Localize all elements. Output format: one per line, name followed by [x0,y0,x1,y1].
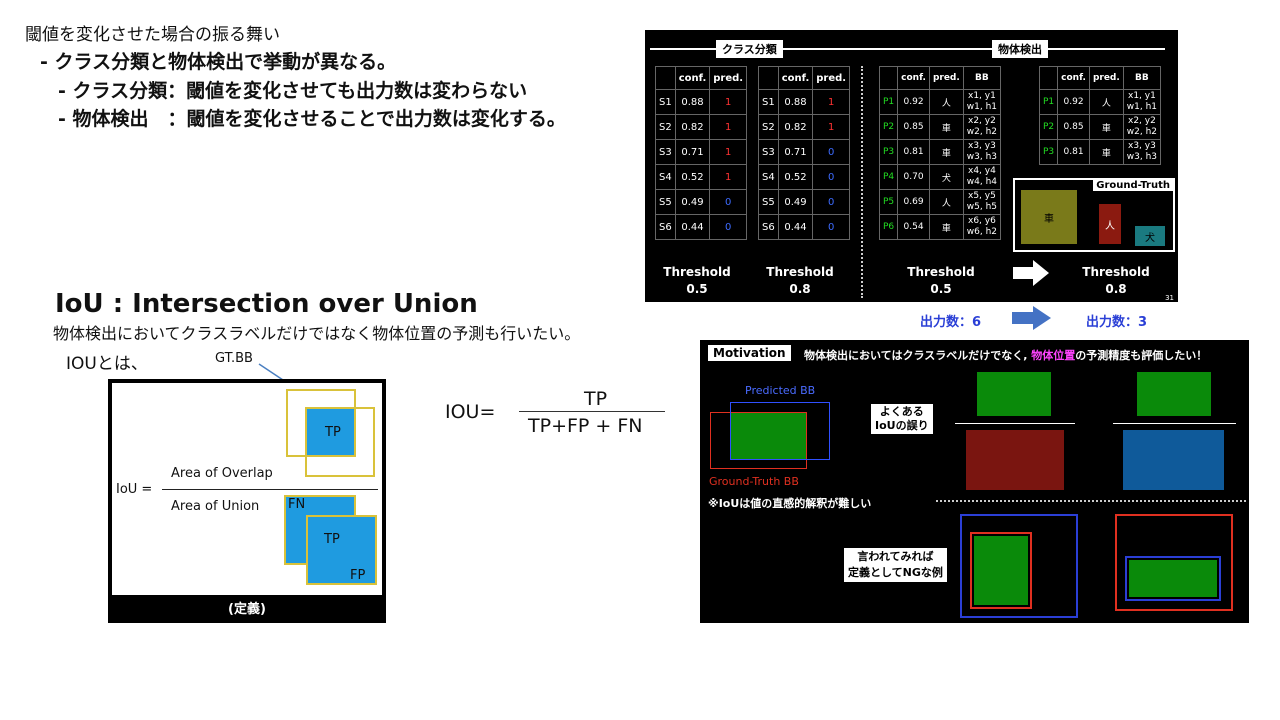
pred-bb-rect [730,402,830,460]
formula-denominator: TP+FP + FN [528,415,643,437]
ground-truth-label: Ground-Truth [1093,180,1173,191]
detect-header: 物体検出 [992,40,1048,58]
iou-subtitle: 物体検出においてクラスラベルだけではなく物体位置の予測も行いたい。 [53,324,581,343]
definition-caption: (定義) [228,602,266,617]
example1-bottom [966,430,1064,490]
fn-label: FN [288,497,306,512]
overlap-rect [731,413,806,459]
predicted-bb-label: Predicted BB [745,384,816,397]
panel-rule [650,48,1165,50]
gt-bb-label: Ground-Truth BB [709,475,799,488]
tp-label-top: TP [325,425,341,440]
formula-left: IOU= [445,401,496,423]
ng1-outer [960,514,1078,618]
page-number: 31 [1165,294,1174,302]
gt-person: 人 [1099,204,1121,244]
example2-top [1137,372,1211,416]
bullet-3: - 物体検出 ：閾値を変化させることで出力数は変化する。 [58,108,566,130]
ng-example-box: 言われてみれば定義としてNGな例 [844,548,947,582]
gtbb-label: GT.BB [215,351,253,366]
example1-line [955,423,1075,424]
pred-box-top [305,407,375,477]
ng1-fill [974,536,1028,605]
area-union-label: Area of Union [171,499,260,514]
ng2-inner [1125,556,1221,601]
pred-box-bottom [306,515,377,585]
example1-top [977,372,1051,416]
iou-note: ※IoUは値の直感的解釈が難しい [708,497,872,510]
iou-eq-label: IoU = [116,482,153,497]
bullet-1: - クラス分類と物体検出で挙動が異なる。 [40,51,397,73]
iou-to-label: IOUとは、 [66,354,148,374]
class-header: クラス分類 [716,40,783,58]
output-left: 出力数：6 [920,315,982,330]
ng2-fill [1129,560,1217,597]
ng2-outer [1115,514,1233,611]
ground-truth-box: Ground-Truth 車 人 犬 [1013,178,1175,252]
formula-line [519,411,665,412]
example2-bottom [1123,430,1224,490]
formula-numerator: TP [584,388,608,410]
right-arrow-icon [1013,260,1049,286]
gt-bb-rect [710,412,807,469]
tp-label-bottom: TP [324,532,340,547]
ng1-inner [970,532,1032,609]
motivation-panel: Motivation 物体検出においてはクラスラベルだけでなく, 物体位置の予測… [700,340,1249,623]
example2-line [1113,423,1236,424]
gt-car: 車 [1021,190,1077,244]
output-right: 出力数：3 [1086,315,1148,330]
gt-box-top [286,389,356,457]
fraction-line [162,489,378,490]
bullet-2: - クラス分類：閾値を変化させても出力数は変わらない [58,80,528,102]
motivation-tag: Motivation [708,345,791,361]
gt-dog: 犬 [1135,226,1165,246]
blue-arrow-icon [1012,306,1051,330]
motivation-divider [936,500,1246,502]
fp-label: FP [350,568,366,583]
slide-heading: 閾値を変化させた場合の振る舞い [25,25,280,45]
iou-title: IoU : Intersection over Union [55,289,478,319]
iou-definition-figure: IoU = Area of Overlap Area of Union TP F… [108,379,386,623]
area-overlap-label: Area of Overlap [171,466,273,481]
motivation-text: 物体検出においてはクラスラベルだけでなく, 物体位置の予測精度も評価したい！ [804,349,1208,362]
panel-divider [861,66,863,298]
tp-region-top [307,409,354,455]
